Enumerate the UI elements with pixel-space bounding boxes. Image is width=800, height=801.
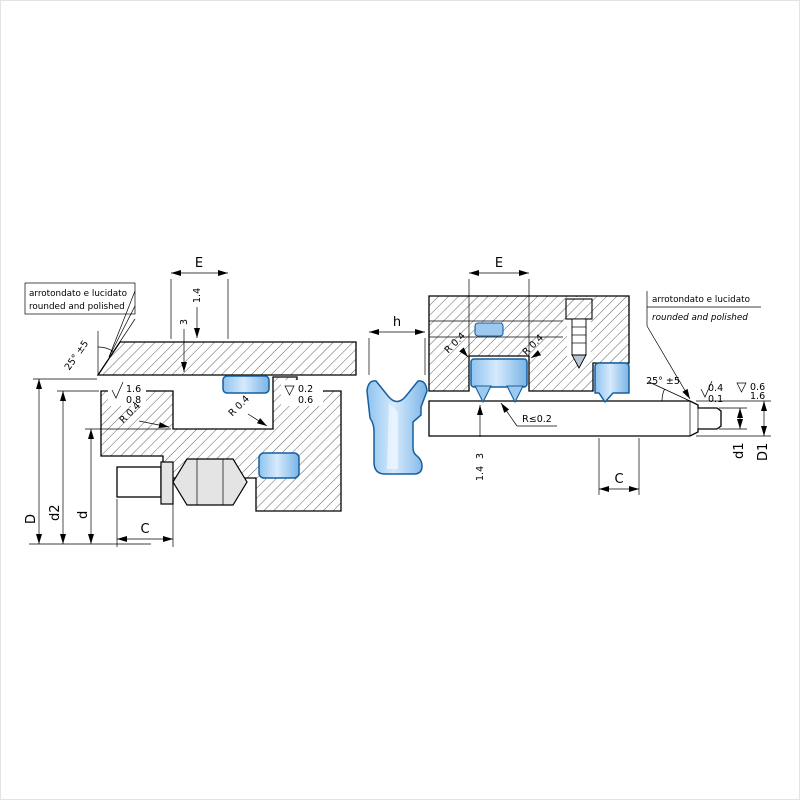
right-diameter-dims: d1 D1 (696, 400, 771, 461)
right-roughness-16: 1.6 (750, 391, 765, 402)
seal-profile-highlight (387, 403, 398, 469)
left-piston-seal (258, 452, 300, 479)
left-roughness-top: 1.6 0.8 (108, 380, 146, 406)
roughness-check-icon (700, 380, 713, 398)
right-dim-14-label: 1.4 (475, 466, 486, 481)
left-piston-assembly (116, 458, 248, 506)
left-radius-2-label: R 0.4 (227, 394, 252, 419)
left-dim-C: C (116, 481, 174, 547)
right-radius-max-callout: R≤0.2 (500, 402, 557, 427)
left-view: 25° ±5 arrotondato e lucidato rounded an… (24, 256, 357, 547)
left-note: arrotondato e lucidato rounded and polis… (24, 282, 136, 358)
right-dim-E-label: E (495, 256, 503, 271)
right-note: arrotondato e lucidato rounded and polis… (646, 291, 761, 400)
roughness-check-icon (111, 381, 124, 399)
right-roughness-01: 0.1 (708, 394, 723, 405)
left-dim-E-label: E (195, 256, 203, 271)
wiper-seal (594, 362, 630, 403)
right-roughness-shaft: 0.6 1.6 (736, 382, 765, 402)
fitting-shaft (571, 318, 587, 356)
left-dim-E: E (170, 256, 229, 339)
left-dim-d2-label: d2 (48, 504, 63, 521)
right-note-line2: rounded and polished (652, 313, 748, 323)
roughness-triangle-icon (284, 385, 295, 396)
right-dim-E: E (468, 256, 530, 357)
rod (428, 400, 722, 437)
left-note-line1: arrotondato e lucidato (29, 289, 127, 299)
right-dim-lands: 3 1.4 (475, 405, 486, 481)
right-groove-seal (470, 358, 528, 404)
right-dim-C-label: C (614, 472, 623, 487)
left-dim-D-label: D (24, 514, 39, 524)
right-roughness-06: 0.6 (750, 382, 765, 393)
washer (160, 461, 174, 505)
roughness-triangle-icon (736, 382, 747, 393)
left-dim-3-label: 3 (179, 319, 190, 325)
left-roughness-02: 0.2 (298, 384, 313, 395)
right-dim-C: C (598, 438, 640, 495)
right-chamfer-angle-label: 25° ±5 (646, 376, 680, 387)
right-roughness-04: 0.4 (708, 383, 723, 394)
left-roughness-16: 1.6 (126, 384, 141, 395)
left-dim-C-label: C (140, 522, 149, 537)
rod-end (116, 466, 162, 498)
left-roughness-06: 0.6 (298, 395, 313, 406)
right-dim-3-label: 3 (475, 453, 486, 459)
left-dim-d-label: d (76, 511, 91, 519)
hex-nut (172, 458, 248, 506)
fitting-tip (571, 354, 587, 369)
left-dim-lands: 1.4 3 (179, 288, 203, 372)
left-note-line2: rounded and polished (29, 302, 125, 312)
left-dim-14-label: 1.4 (192, 288, 203, 303)
profile-view: h (366, 315, 428, 475)
right-roughness-edge: 0.4 0.1 (700, 380, 723, 405)
left-bore-bar (96, 341, 357, 376)
right-dim-D1-label: D1 (756, 443, 771, 461)
left-chamfer-angle-label: 25° ±5 (63, 339, 91, 373)
left-roughness-step: 0.2 0.6 (281, 380, 323, 406)
right-chamfer-annotation: 25° ±5 (646, 376, 691, 402)
right-dim-d1-label: d1 (732, 442, 747, 459)
left-groove-seal (222, 375, 270, 394)
right-radius-max-label: R≤0.2 (522, 414, 552, 425)
backup-ring-seal (474, 322, 504, 337)
right-note-line1: arrotondato e lucidato (652, 295, 750, 305)
right-bore-detail (429, 320, 563, 338)
fitting-head (565, 298, 593, 320)
grease-fitting (565, 297, 593, 369)
right-view: E R 0.4 R 0.4 R≤0.2 25° ±5 arrotondato e… (428, 256, 771, 495)
left-roughness-08: 0.8 (126, 395, 141, 406)
profile-dim-h-label: h (393, 315, 401, 330)
left-diameter-dims: D d2 d (24, 378, 171, 545)
profile-dim-h: h (368, 315, 426, 375)
